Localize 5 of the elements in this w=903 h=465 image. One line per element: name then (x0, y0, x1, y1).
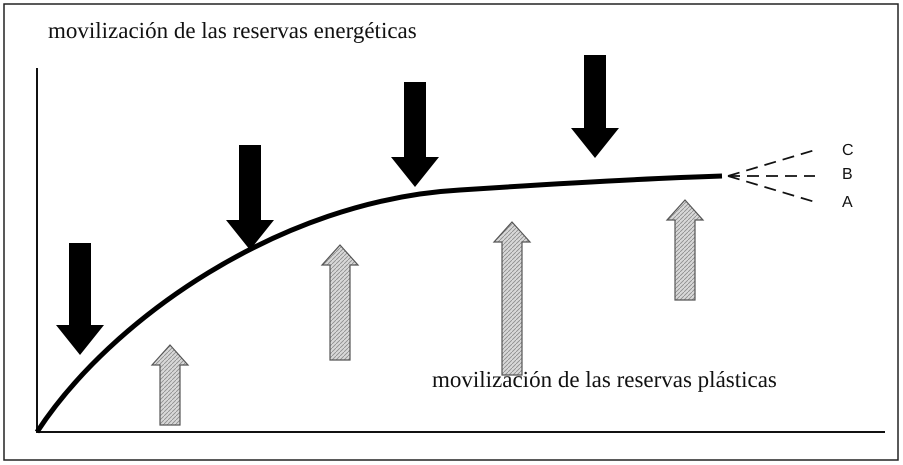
curve-label: B (842, 166, 853, 184)
curve-label: A (842, 194, 853, 212)
curve-label: C (842, 142, 854, 160)
axis-label: movilización de las reservas energéticas (48, 18, 417, 44)
axis-label: movilización de las reservas plásticas (432, 367, 777, 393)
